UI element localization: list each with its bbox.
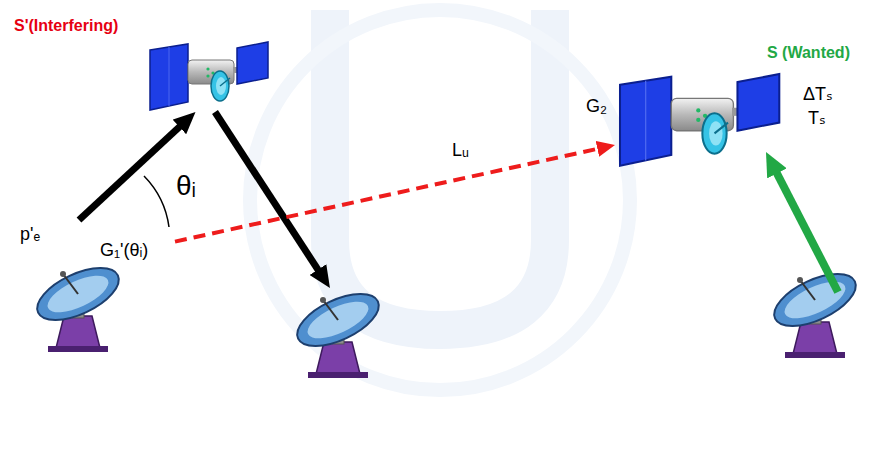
off-axis-angle: θᵢ xyxy=(176,170,196,202)
earth-station xyxy=(290,283,387,378)
earth-station xyxy=(767,263,864,358)
earth-station xyxy=(30,257,127,352)
wanted-satellite xyxy=(620,74,779,166)
noise-temperature: Tₛ xyxy=(808,108,826,129)
power-symbol: p'ₑ xyxy=(20,224,40,245)
angle-arc xyxy=(144,176,169,227)
receive-gain: G₂ xyxy=(586,96,607,117)
satellite-heading: S'(Interfering) xyxy=(14,17,118,35)
interfering-satellite-node: S'(Interfering) xyxy=(10,15,275,112)
earth-station-node: p'ₑG₁'(θᵢ) xyxy=(15,220,175,355)
noise-temperature-increase: ΔTₛ xyxy=(803,84,833,105)
watermark xyxy=(330,10,550,330)
watermark xyxy=(250,10,630,390)
interference-path xyxy=(175,148,603,242)
downlink-arrow xyxy=(215,112,322,276)
antenna-gain-symbol: G₁'(θᵢ) xyxy=(100,240,148,261)
path-loss-label: Lᵤ xyxy=(452,140,469,161)
uplink-arrow xyxy=(79,122,185,220)
satellite-heading: S (Wanted) xyxy=(767,44,850,62)
wanted-uplink-arrow xyxy=(772,165,838,293)
interfering-satellite xyxy=(150,42,268,110)
